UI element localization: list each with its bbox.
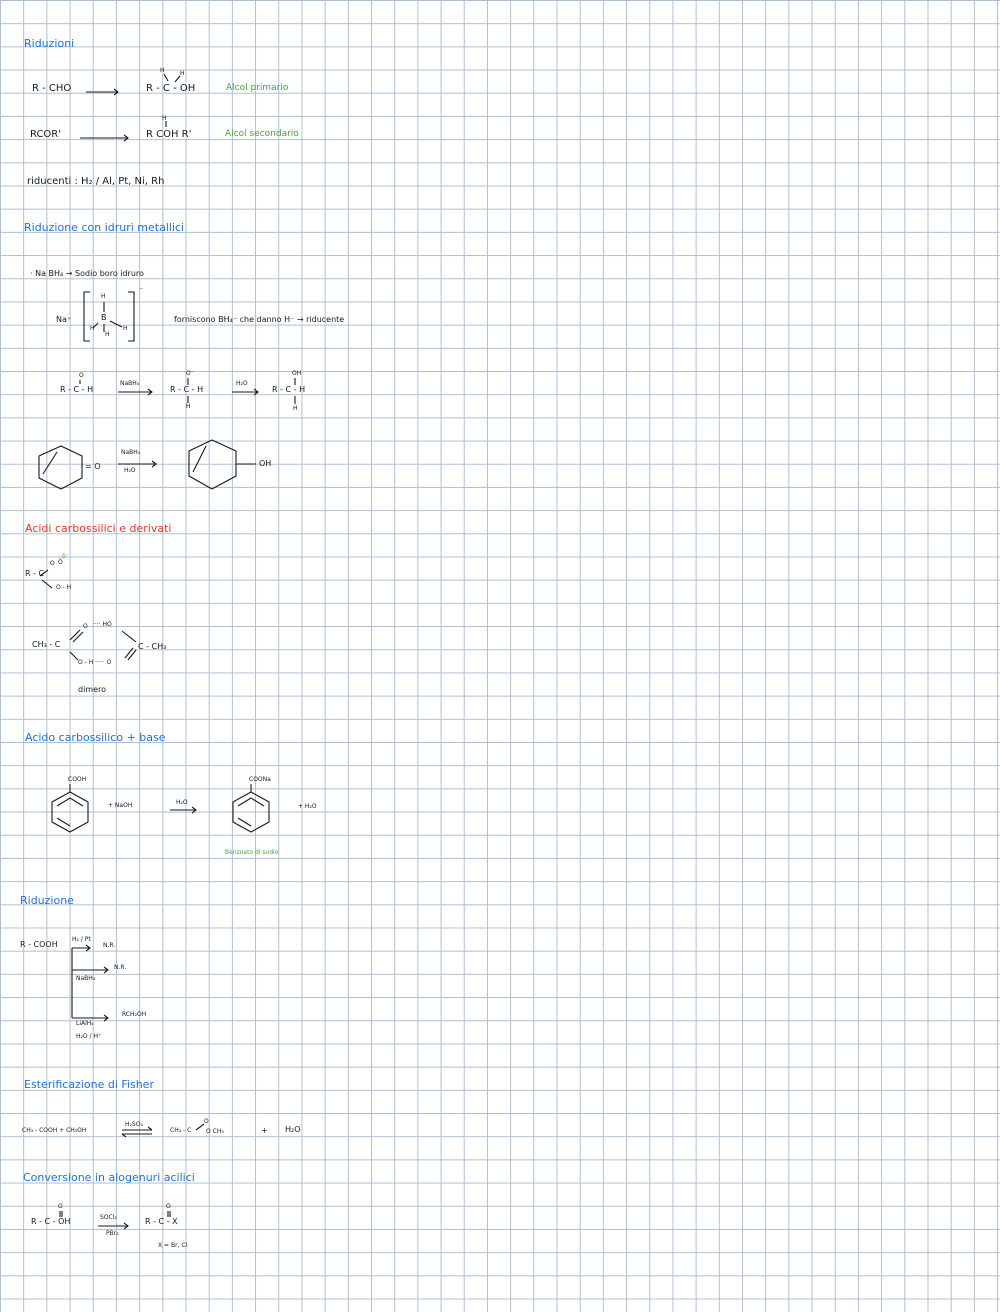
rx-start-o: O — [79, 372, 84, 379]
r2-reactant: RCOR' — [30, 129, 62, 140]
acyl-reactant: R - C - OH — [31, 1217, 71, 1226]
rx-int-o: O⁻ — [186, 370, 194, 377]
acyl-product: R - C - X — [145, 1217, 178, 1226]
resonance-rc: R - C — [25, 569, 45, 578]
heading-fisher: Esterificazione di Fisher — [24, 1078, 154, 1091]
heading-idruri: Riduzione con idruri metallici — [24, 221, 185, 234]
acyl-reagent-bottom: PBr₃ — [106, 1230, 119, 1237]
heading-riduzione: Riduzione — [20, 894, 74, 907]
fisher-product-tail: O CH₃ — [206, 1128, 224, 1135]
fisher-plus: + — [261, 1126, 268, 1135]
fisher-reactants: CH₃ - COOH + CH₃OH — [22, 1127, 87, 1134]
bh4-h-bottom: H — [105, 331, 110, 338]
arrow-r2 — [80, 134, 129, 142]
na-ion: Na⁺ — [56, 315, 72, 324]
acyl-reagent-top: SOCl₂ — [100, 1214, 117, 1221]
bh4-charge: ⁻ — [139, 285, 144, 294]
fisher-catalyst: H₂SO₄ — [125, 1121, 143, 1128]
dimer-left: CH₃ - C — [32, 640, 61, 649]
resonance-oh: O - H — [56, 584, 72, 591]
acyl-note: X = Br, Cl — [158, 1242, 188, 1249]
dimer-right: C - CH₃ — [138, 642, 167, 651]
equilibrium-arrow — [121, 1126, 153, 1138]
rx-intermediate: R - C - H — [170, 385, 204, 394]
plus-naoh: + NaOH — [108, 802, 133, 809]
arrow-acyl — [98, 1222, 129, 1230]
benzoate-ring — [232, 784, 270, 833]
dimer-label: dimero — [78, 685, 107, 694]
heading-acidi: Acidi carbossilici e derivati — [25, 522, 172, 535]
bh4-h-top: H — [101, 293, 106, 300]
acyl-product-o: O — [166, 1203, 171, 1210]
resonance-partial: δ⁻ — [62, 553, 69, 560]
arrow-r1 — [86, 88, 119, 96]
dimer-o-bottom: O - H ····· O — [78, 659, 112, 666]
branch2-reagent: NaBH₄ — [76, 975, 96, 982]
bh4-description: forniscono BH₄⁻ che danno H⁻ → riducente — [174, 315, 345, 324]
r1-bond-h1 — [163, 73, 169, 82]
cyclohexenone-ring — [38, 445, 83, 490]
branch2-result: N.R. — [114, 964, 127, 971]
fisher-product-o: O — [204, 1118, 209, 1125]
benzoic-acid-ring — [51, 784, 89, 833]
fisher-bond-o — [195, 1123, 205, 1131]
r1-reactant: R - CHO — [32, 83, 72, 94]
fisher-product: CH₃ - C — [170, 1127, 192, 1134]
rx-product: R - C - H — [272, 385, 306, 394]
resonance-o1: O — [50, 560, 55, 567]
branch3-reagent-top: LiAlH₄ — [76, 1020, 94, 1027]
branch1-reagent: H₂ / Pt — [72, 936, 91, 943]
branch3-reagent-bottom: H₂O / H⁺ — [76, 1033, 102, 1040]
heading-alogenuri: Conversione in alogenuri acilici — [23, 1171, 195, 1184]
rx-start: R - C - H — [60, 385, 94, 394]
riducenti-line: riducenti : H₂ / Al, Pt, Ni, Rh — [27, 176, 165, 187]
r1-product: R - C - OH — [146, 83, 196, 94]
heading-riduzioni: Riduzioni — [24, 37, 75, 50]
reduction-branches — [71, 944, 109, 1022]
rx-reagent1: NaBH₄ — [120, 380, 140, 387]
rx-reagent2: H₂O — [236, 380, 248, 387]
ring-oh: OH — [259, 459, 272, 468]
benzoate-coona: COONa — [249, 776, 271, 783]
cyclohexenol-ring — [188, 439, 256, 490]
acid-base-solvent: H₂O — [176, 799, 188, 806]
benzoate-label: Benzoato di sodio — [225, 849, 279, 856]
arrow-h2o — [232, 388, 259, 396]
nabh4-item: · Na BH₄ → Sodio boro idruro — [30, 269, 144, 278]
rx-int-h: H — [186, 403, 191, 410]
branch1-result: N.R. — [103, 942, 116, 949]
cooh-reactant: R - COOH — [20, 940, 58, 949]
dimer-bonds — [69, 629, 137, 661]
resonance-o2: Ö — [58, 559, 63, 566]
dimer-ho-top: ···· HO — [93, 621, 112, 628]
heading-acido-base: Acido carbossilico + base — [25, 731, 166, 744]
r2-product: R COH R' — [146, 129, 192, 140]
rx-prod-oh: OH — [292, 370, 302, 377]
dimer-o-top: O — [83, 623, 88, 630]
ring-reagent-top: NaBH₄ — [121, 449, 141, 456]
bh4-boron: B — [101, 313, 107, 322]
arrow-nabh4 — [118, 388, 153, 396]
res-bond-oh — [41, 579, 53, 589]
benzoic-cooh: COOH — [68, 776, 87, 783]
bh4-h-left: H — [90, 325, 95, 332]
fisher-water: H₂O — [285, 1125, 301, 1134]
bh4-h-right: H — [123, 325, 128, 332]
acyl-reactant-o: O — [58, 1203, 63, 1210]
rx-prod-h: H — [293, 405, 298, 412]
arrow-acid-base — [170, 806, 197, 814]
r1-label: Alcol primario — [226, 83, 289, 93]
r1-h1: H — [160, 67, 165, 74]
plus-water: + H₂O — [298, 803, 317, 810]
r1-h2: H — [180, 70, 185, 77]
ring-oxo: = O — [85, 462, 101, 471]
branch3-result: RCH₂OH — [122, 1011, 147, 1018]
r2-label: Alcol secondario — [225, 129, 299, 139]
r2-h: H — [162, 115, 167, 122]
ring-reagent-bottom: H₂O — [124, 467, 136, 474]
